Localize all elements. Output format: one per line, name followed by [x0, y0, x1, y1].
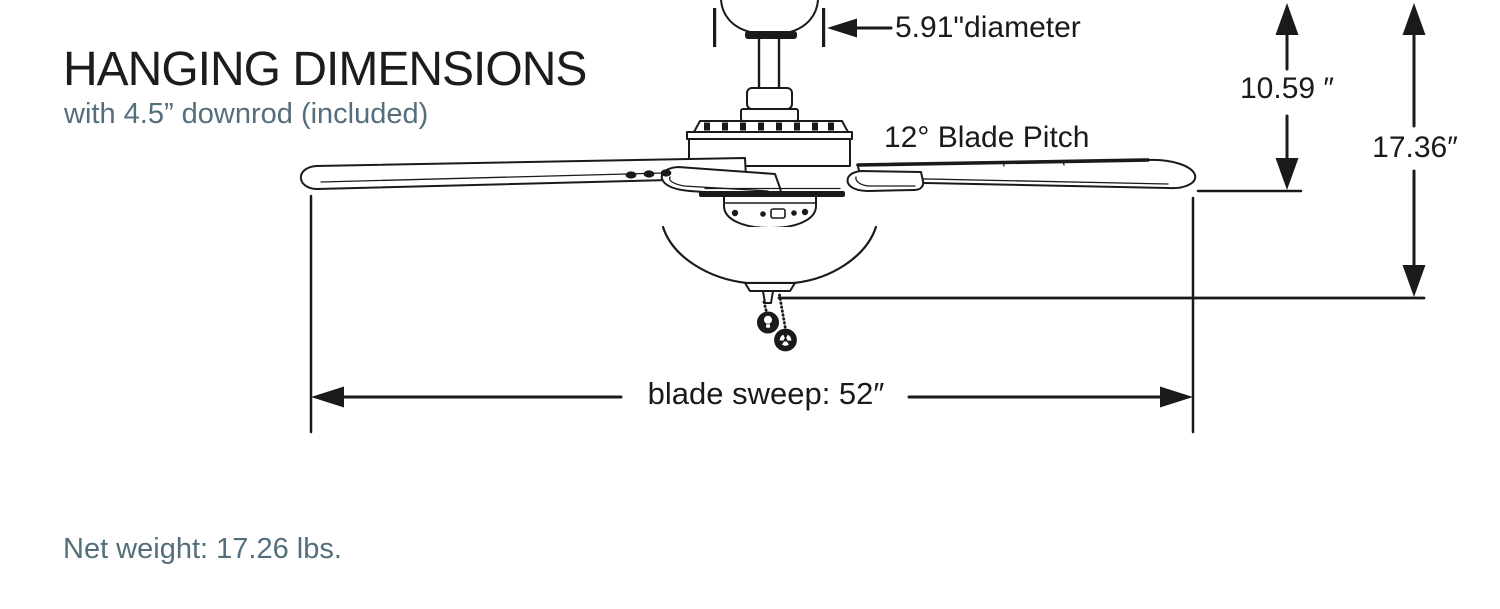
height-to-blades-dimension: [1196, 3, 1303, 193]
blade-iron-right: [846, 170, 925, 192]
light-bowl: [661, 225, 878, 292]
fan-pull-chain: [774, 293, 797, 352]
blade-pitch-label: 12° Blade Pitch: [884, 121, 1090, 154]
height-to-blades-label: 10.59 ″: [1239, 72, 1335, 105]
subtitle-downrod-note: with 4.5” downrod (included): [64, 98, 429, 130]
blade-screws: [625, 169, 672, 179]
net-weight-label: Net weight: 17.26 lbs.: [63, 533, 342, 565]
downrod-coupler: [740, 87, 799, 122]
vent-collar: [693, 120, 849, 133]
light-pull-chain: [757, 300, 780, 334]
canopy-diameter-ticks: [713, 8, 826, 47]
canopy-diameter-arrow: [827, 18, 893, 38]
blade-sweep-dimension: [309, 194, 1195, 434]
switch-housing: [699, 187, 845, 229]
total-height-label: 17.36″: [1372, 131, 1458, 164]
canopy: [720, 0, 819, 39]
downrod: [757, 37, 781, 90]
page-title: HANGING DIMENSIONS: [63, 43, 587, 96]
canopy-diameter-label: 5.91"diameter: [895, 11, 1081, 44]
finial: [762, 290, 774, 304]
fan-icon: [779, 333, 792, 346]
blade-sweep-label: blade sweep: 52″: [647, 376, 885, 411]
total-height-dimension: [777, 3, 1426, 300]
light-bulb-icon: [764, 315, 772, 328]
